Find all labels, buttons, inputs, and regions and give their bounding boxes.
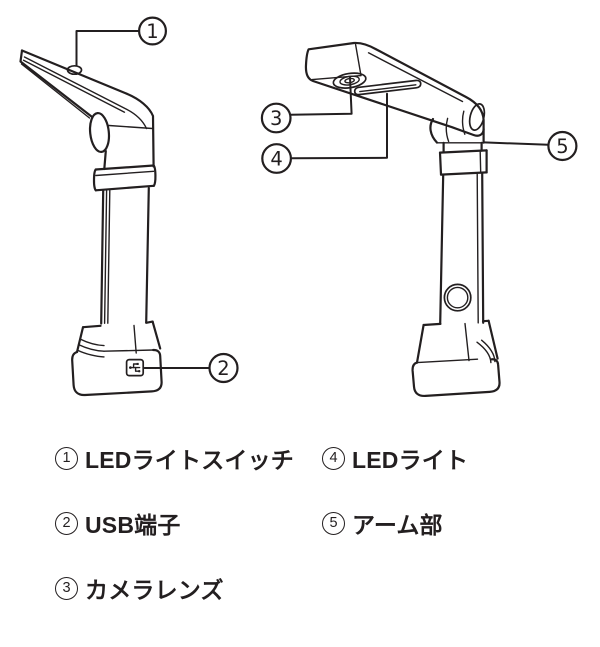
legend-number-4: 4 bbox=[322, 446, 345, 470]
callout-2: 2 bbox=[143, 352, 239, 384]
led-light-switch-button bbox=[66, 64, 83, 76]
legend-item-led-light: 4 LEDライト bbox=[322, 445, 468, 473]
legend-number-3: 3 bbox=[55, 576, 78, 600]
device-diagram: 1 2 3 4 5 bbox=[19, 16, 578, 398]
front-view-illustration bbox=[19, 49, 163, 397]
callout-3: 3 bbox=[260, 76, 353, 134]
callout-4: 4 bbox=[261, 92, 388, 174]
arm-column-rear bbox=[439, 171, 485, 325]
legend-number-1: 1 bbox=[55, 446, 78, 470]
callout-5: 5 bbox=[483, 130, 578, 162]
legend-label-4: LEDライト bbox=[352, 447, 469, 473]
callout-4-number: 4 bbox=[270, 148, 282, 171]
camera-head-underside bbox=[304, 41, 486, 137]
arm-column bbox=[100, 186, 150, 325]
base-rear bbox=[411, 319, 501, 398]
rear-view-illustration bbox=[304, 41, 501, 398]
diagram-svg: 1 2 3 4 5 bbox=[19, 16, 578, 398]
arm-swivel-joint bbox=[429, 110, 485, 154]
legend-number-2: 2 bbox=[55, 511, 78, 535]
legend-label-1: LEDライトスイッチ bbox=[85, 447, 294, 473]
callout-2-number: 2 bbox=[217, 357, 229, 380]
hinge-joint bbox=[88, 111, 154, 171]
legend-label-2: USB端子 bbox=[85, 512, 181, 538]
led-light-panel bbox=[353, 79, 422, 96]
legend-item-arm: 5 アーム部 bbox=[322, 510, 443, 538]
legend-item-usb-terminal: 2 USB端子 bbox=[55, 510, 181, 538]
legend-label-5: アーム部 bbox=[352, 512, 443, 538]
legend-label-3: カメラレンズ bbox=[85, 577, 224, 603]
arm-hole bbox=[443, 283, 472, 312]
usb-port-icon bbox=[125, 358, 145, 377]
callout-3-number: 3 bbox=[270, 107, 282, 130]
arm-collar bbox=[438, 149, 488, 176]
callout-1-number: 1 bbox=[146, 20, 158, 43]
callout-5-number: 5 bbox=[556, 135, 568, 158]
legend-item-camera-lens: 3 カメラレンズ bbox=[55, 575, 224, 603]
legend-number-5: 5 bbox=[322, 511, 345, 535]
callout-1: 1 bbox=[75, 16, 168, 66]
base-front bbox=[71, 320, 163, 397]
legend-item-led-light-switch: 1 LEDライトスイッチ bbox=[55, 445, 294, 473]
arm-clamp-band bbox=[92, 164, 157, 192]
camera-head bbox=[19, 49, 155, 168]
